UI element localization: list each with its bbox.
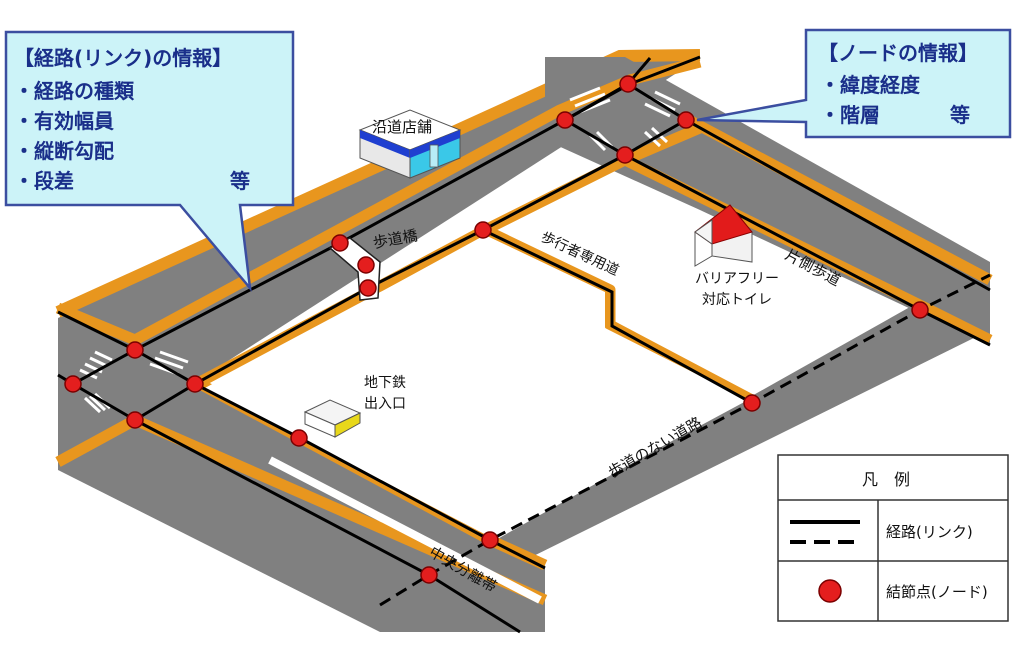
link-lower-north	[194, 382, 546, 570]
link-pedestrian-path	[482, 228, 753, 405]
node	[619, 75, 637, 93]
legend-node-label: 結節点(ノード)	[886, 583, 988, 601]
node-callout-box	[696, 28, 1012, 139]
node	[331, 234, 349, 252]
node	[64, 375, 82, 393]
median-strip	[268, 456, 542, 604]
node	[616, 146, 634, 164]
shop-label: 沿道店舗	[372, 118, 432, 136]
link-one-side-sidewalk	[685, 118, 991, 292]
node	[474, 221, 492, 239]
median-road	[58, 330, 545, 632]
node	[126, 341, 144, 359]
link-callout-item-3: ・縦断勾配	[14, 139, 114, 163]
link-callout-etc: 等	[230, 169, 250, 193]
link-info-callout: 【経路(リンク)の情報】 ・経路の種類 ・有効幅員 ・縦断勾配 ・段差 等	[4, 30, 295, 293]
node-callout-item-2: ・階層	[820, 103, 880, 127]
node	[126, 411, 144, 429]
link-arterial-north	[57, 55, 701, 352]
node-callout-etc: 等	[950, 103, 970, 127]
subway-entrance	[303, 399, 362, 438]
link-callout-item-4: ・段差	[14, 169, 74, 193]
node	[481, 531, 499, 549]
legend-title: 凡 例	[862, 470, 910, 489]
node	[556, 111, 574, 129]
barrier-free-toilet	[694, 204, 753, 267]
legend: 凡 例 経路(リンク) 結節点(ノード)	[777, 454, 1009, 622]
link-callout-title: 【経路(リンク)の情報】	[14, 46, 232, 70]
nodes	[64, 75, 929, 584]
legend-box	[777, 454, 1009, 622]
subway-label-1: 地下鉄	[364, 375, 406, 391]
node	[911, 301, 929, 319]
node	[359, 279, 377, 297]
link-callout-item-1: ・経路の種類	[14, 79, 135, 103]
node	[357, 256, 375, 274]
roadside-shop	[358, 109, 462, 179]
node-callout-item-1: ・緯度経度	[820, 73, 921, 97]
toilet-label-1: バリアフリー	[695, 271, 779, 287]
link-arterial-south	[194, 153, 626, 386]
node	[743, 394, 761, 412]
node	[420, 566, 438, 584]
toilet-label-2: 対応トイレ	[702, 292, 772, 308]
link-callout-item-2: ・有効幅員	[14, 109, 114, 133]
top-right-road	[545, 57, 990, 345]
node-callout-title: 【ノードの情報】	[818, 41, 978, 65]
node	[186, 375, 204, 393]
crosswalks	[79, 86, 681, 414]
legend-node-icon	[818, 579, 842, 603]
inner-block	[205, 235, 748, 538]
link-no-sidewalk-road	[379, 273, 991, 607]
node	[290, 429, 308, 447]
link-callout-box	[4, 30, 295, 293]
legend-link-label: 経路(リンク)	[886, 523, 973, 541]
arterial-sidewalk-north	[55, 49, 701, 318]
subway-label-2: 出入口	[364, 396, 406, 412]
node	[677, 111, 695, 129]
node-info-callout: 【ノードの情報】 ・緯度経度 ・階層 等	[696, 28, 1012, 139]
